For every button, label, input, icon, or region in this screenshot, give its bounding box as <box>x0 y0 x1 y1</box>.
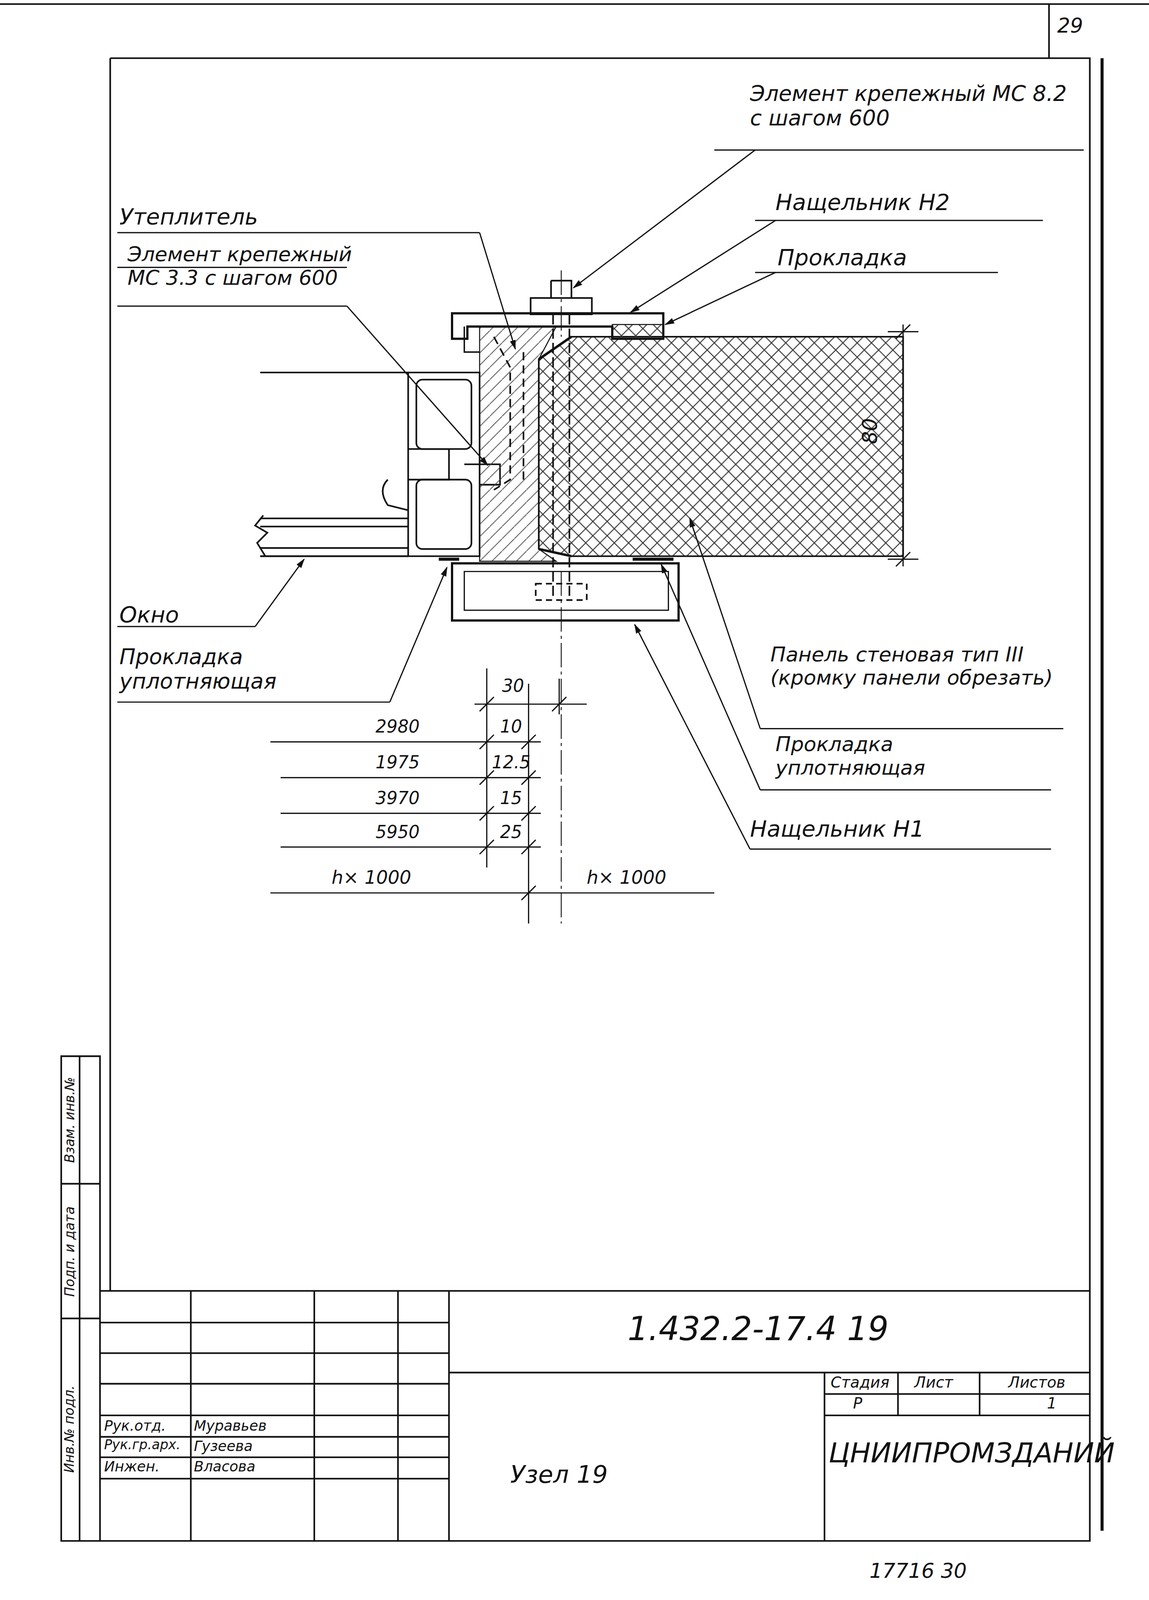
dimension-value: 2980 <box>375 717 420 738</box>
callout-text: Прокладка <box>777 244 908 271</box>
dimension-value: 80 <box>858 417 883 444</box>
stamp-text: Инв.№ подл. <box>62 1384 79 1473</box>
dimension-value: 12.5 <box>491 752 531 773</box>
dimension-value: 3970 <box>375 788 420 809</box>
title-cell: Стадия <box>830 1374 890 1393</box>
title-cell: Листов <box>1008 1374 1066 1393</box>
page-number: 29 <box>1057 14 1083 39</box>
title-cell: Лист <box>914 1374 954 1393</box>
dimension-value: 15 <box>499 788 522 809</box>
title-cell: Гузеева <box>193 1437 253 1455</box>
title-cell: Р <box>852 1394 862 1413</box>
title-cell: Рук.отд. <box>104 1417 166 1434</box>
title-cell: Инжен. <box>104 1458 160 1475</box>
callout-text: Прокладка уплотняющая <box>775 732 1041 780</box>
callout-text: Элемент крепежный МС 3.3 с шагом 600 <box>127 242 358 290</box>
dimension-value: h× 1000 <box>331 867 412 889</box>
dimension-value: 30 <box>502 676 525 697</box>
title-cell: 1 <box>1047 1394 1058 1413</box>
dimension-value: 5950 <box>375 822 420 843</box>
title-cell: Рук.гр.арх. <box>104 1437 181 1454</box>
callout-text: Панель стеновая тип III (кромку панели о… <box>770 642 1067 690</box>
organization-name: ЦНИИПРОМЗДАНИЙ <box>828 1436 1115 1469</box>
callout-text: Окно <box>119 602 180 628</box>
callout-text: Прокладка уплотняющая <box>119 645 340 695</box>
callout-text: Нащельник Н2 <box>775 189 950 216</box>
sheet-title: Узел 19 <box>510 1461 609 1490</box>
callout-text: Нащельник Н1 <box>750 816 925 843</box>
dimension-value: 10 <box>499 717 522 738</box>
stamp-text: Подп. и дата <box>62 1206 79 1297</box>
dimension-value: 25 <box>499 822 522 843</box>
callout-text: Элемент крепежный МС 8.2 с шагом 600 <box>750 81 1077 131</box>
dimension-value: h× 1000 <box>586 867 667 889</box>
title-cell: Муравьев <box>193 1417 267 1434</box>
callout-text: Утеплитель <box>119 204 259 230</box>
title-cell: Власова <box>193 1458 256 1475</box>
archive-number: 17716 30 <box>869 1559 967 1583</box>
designation: 1.432.2-17.4 19 <box>627 1310 889 1348</box>
dimension-value: 1975 <box>375 752 420 773</box>
stamp-text: Взам. инв.№ <box>62 1076 79 1163</box>
